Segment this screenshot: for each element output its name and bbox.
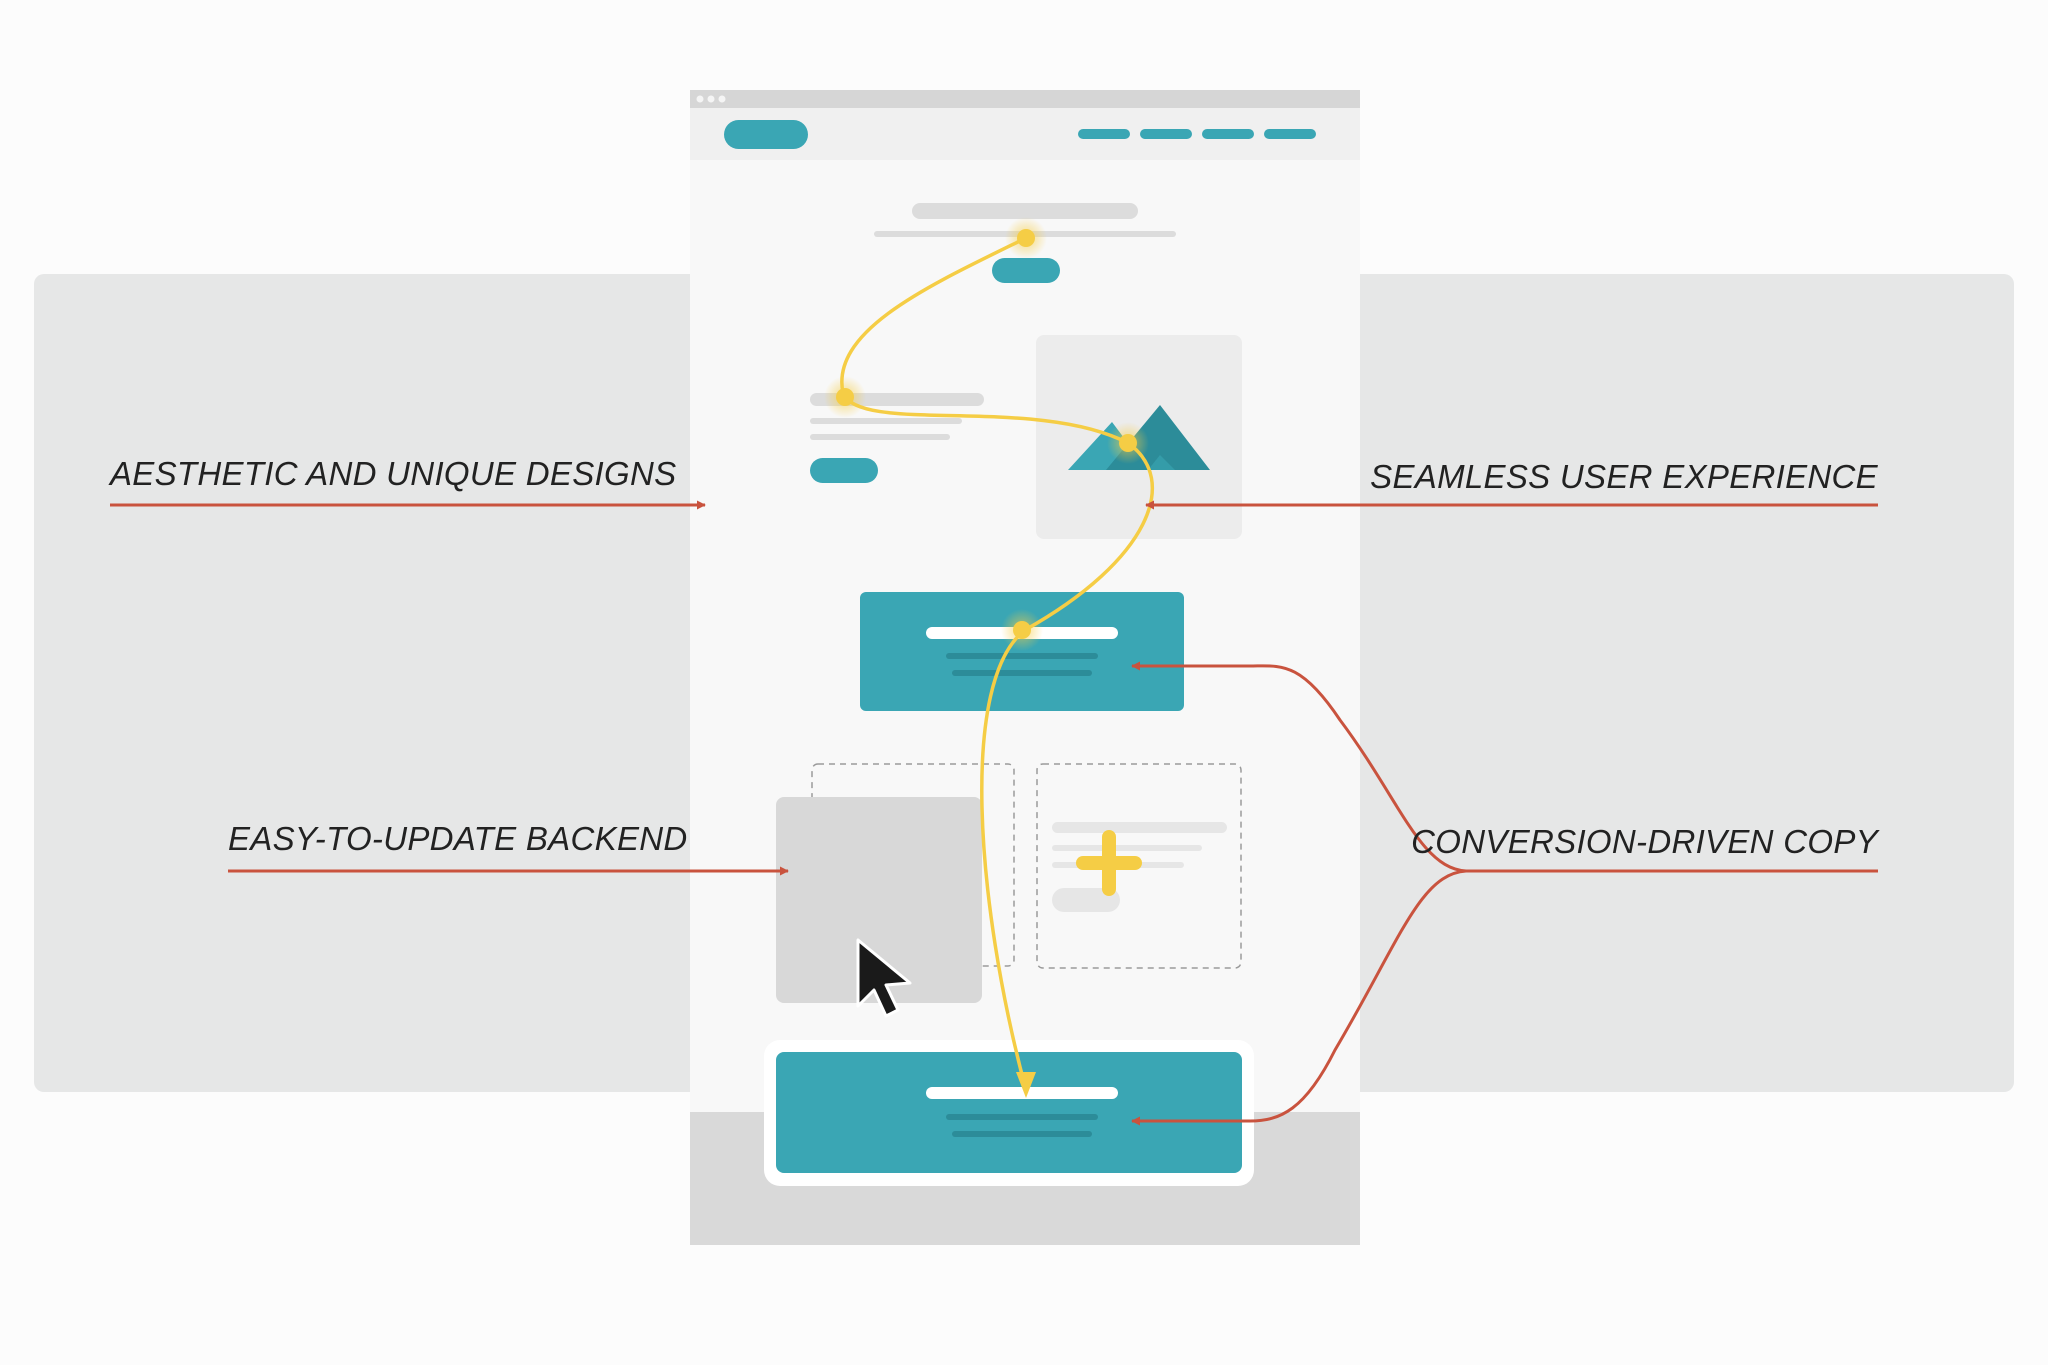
arrow-conversion-bottom — [1131, 869, 1467, 1126]
dragged-module — [776, 797, 982, 1003]
label-aesthetic: AESTHETIC AND UNIQUE DESIGNS — [110, 455, 677, 492]
flow-node-4 — [1001, 609, 1043, 651]
module-grid — [776, 763, 1242, 1003]
dashed-slot-right — [1036, 763, 1242, 969]
nav-links — [1078, 129, 1316, 139]
label-backend: EASY-TO-UPDATE BACKEND — [228, 820, 688, 857]
feature-button — [810, 458, 878, 483]
logo-pill — [724, 120, 808, 149]
label-seamless: SEAMLESS USER EXPERIENCE — [1370, 458, 1878, 495]
arrow-conversion-top — [1131, 661, 1467, 873]
plus-icon — [1076, 830, 1142, 896]
flow-node-1 — [1005, 217, 1047, 259]
flow-node-2 — [824, 376, 866, 418]
cta-card-top — [860, 592, 1184, 711]
browser-dots-icon — [696, 95, 726, 103]
mouse-cursor-icon — [856, 938, 912, 1018]
user-flow-path — [824, 217, 1154, 1098]
callout-arrows — [110, 500, 1878, 1126]
browser-titlebar — [690, 90, 1360, 108]
label-conversion: CONVERSION-DRIVEN COPY — [1411, 823, 1878, 860]
cta-card-bottom — [764, 1040, 1254, 1186]
hero-button — [992, 258, 1060, 283]
hero-section — [874, 203, 1176, 283]
flow-node-3 — [1107, 422, 1149, 464]
